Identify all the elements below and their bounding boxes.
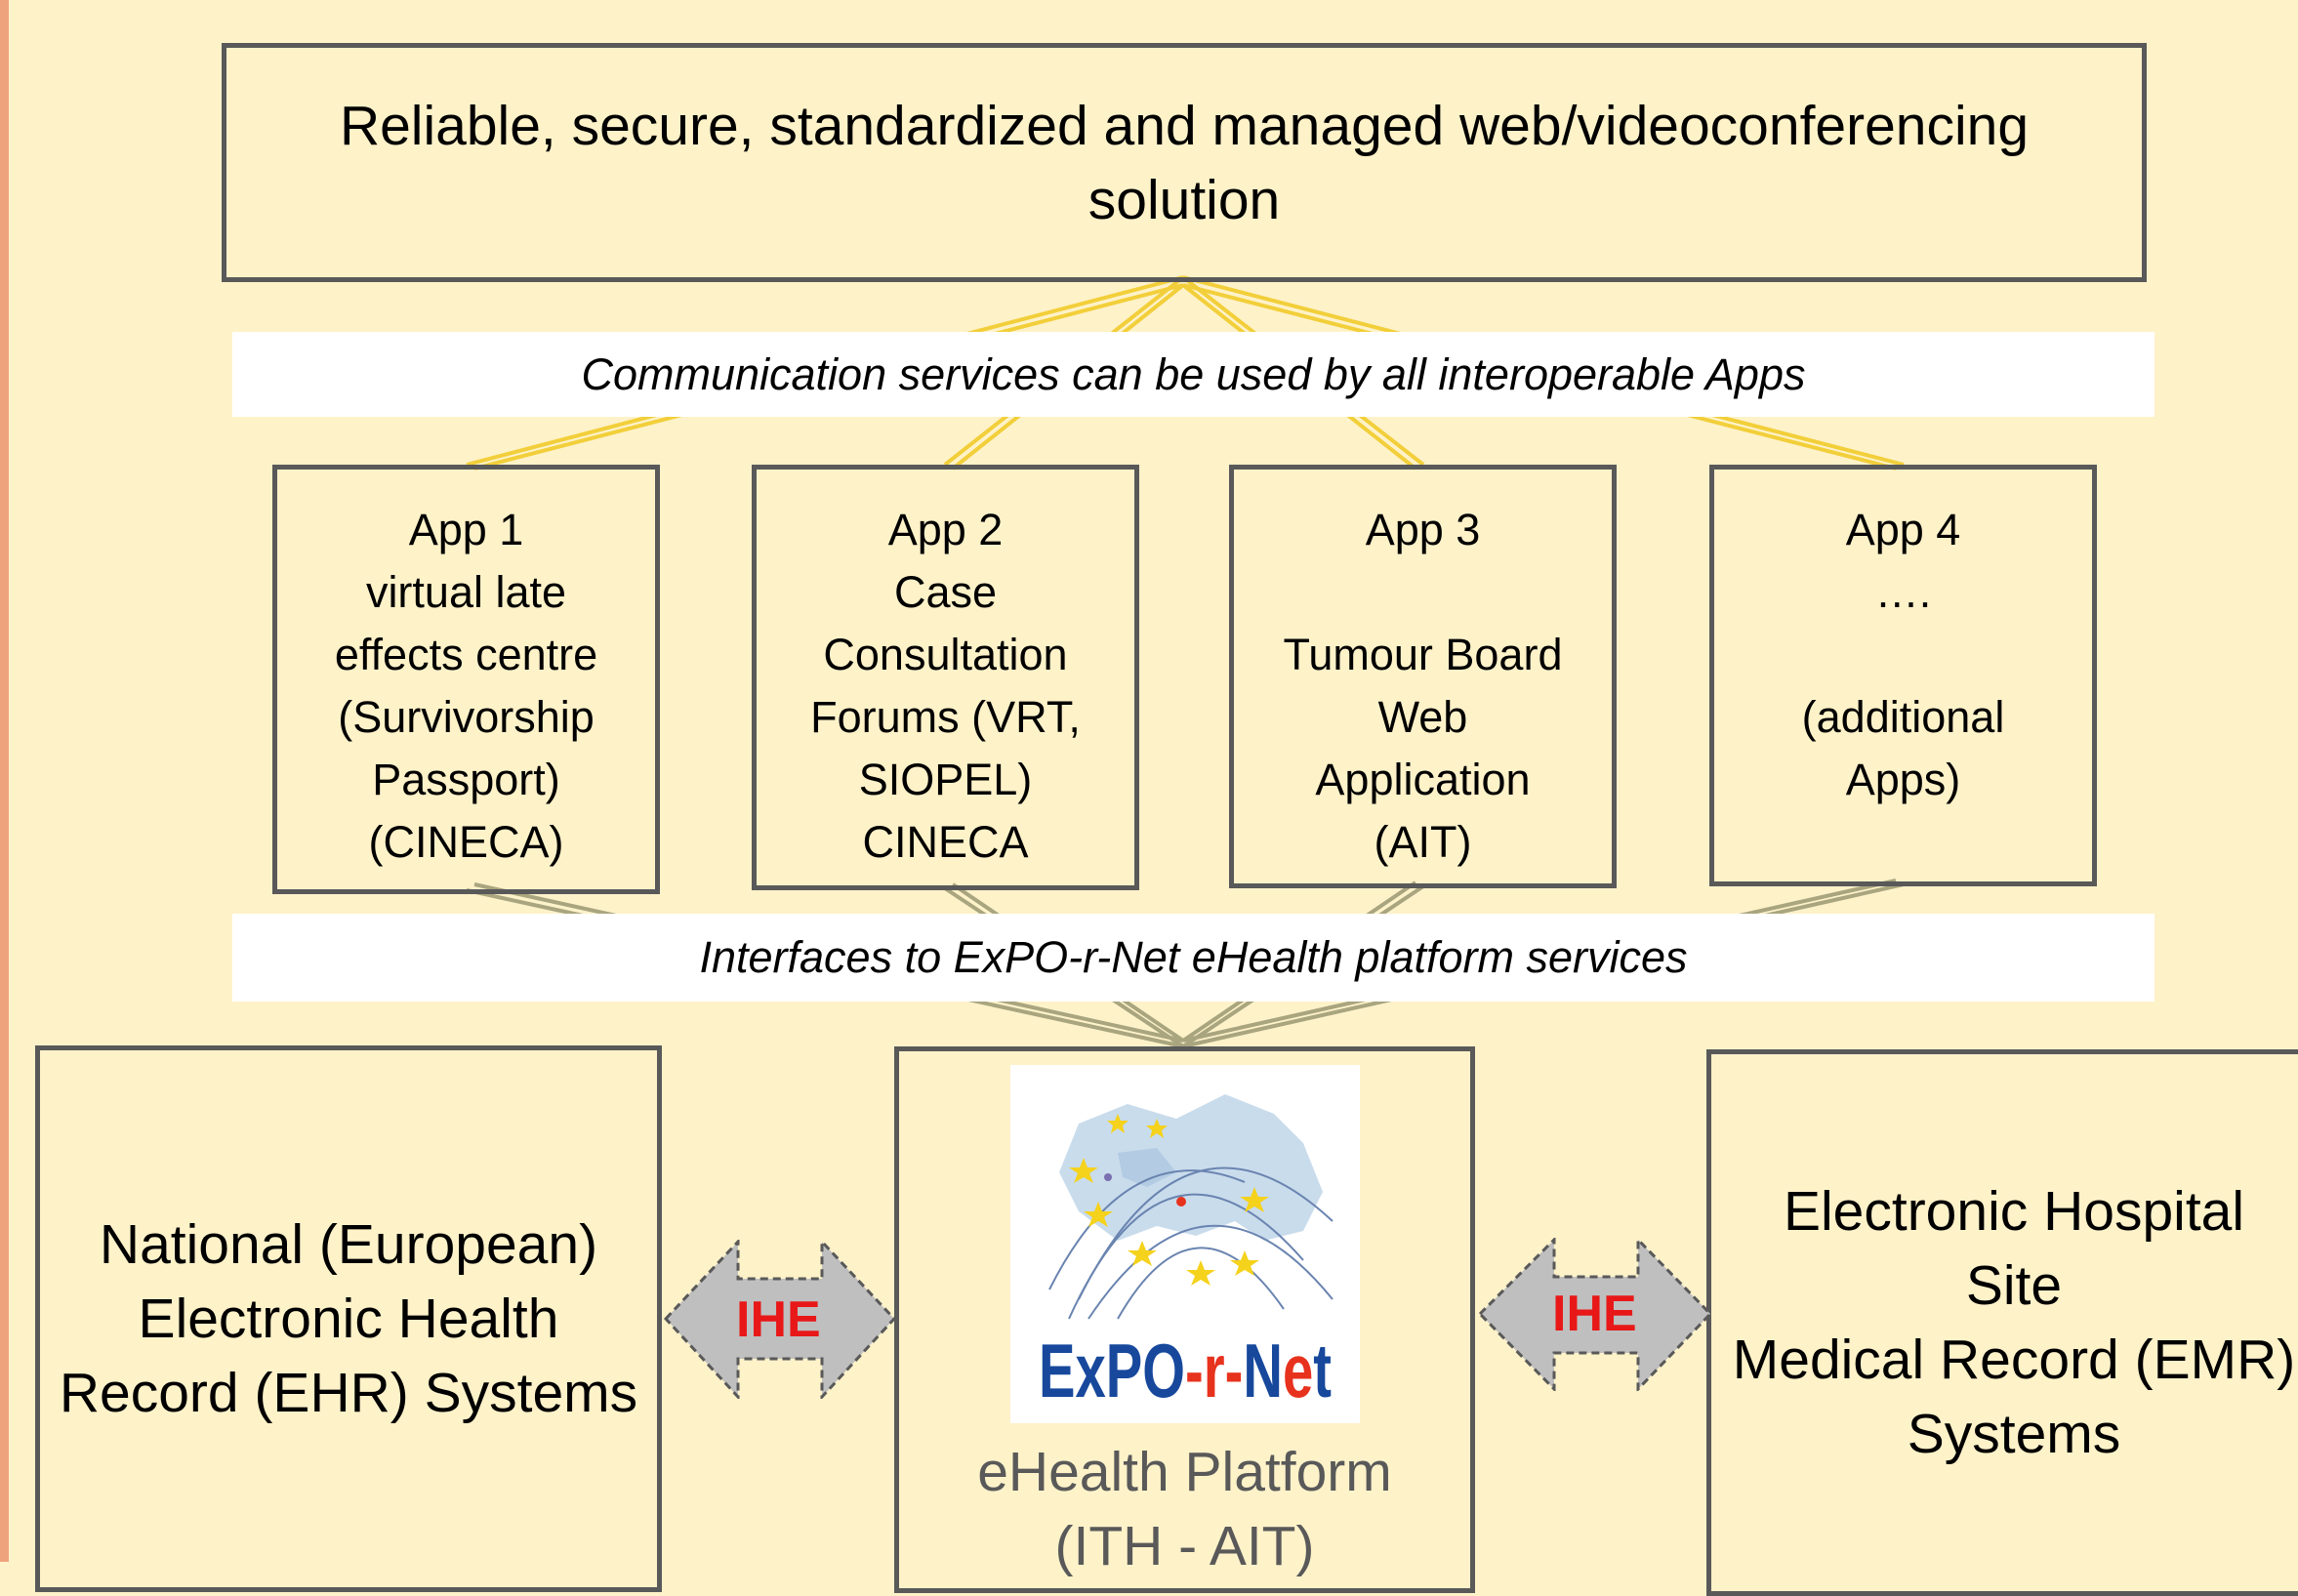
top-solution-text: Reliable, secure, standardized and manag… [339,94,2030,231]
interfaces-banner: Interfaces to ExPO-r-Net eHealth platfor… [232,914,2154,1002]
interfaces-banner-text: Interfaces to ExPO-r-Net eHealth platfor… [699,932,1688,982]
logo-wordmark: ExPO-r-Net [1039,1328,1332,1413]
ehr-text: National (European) Electronic Health Re… [59,1213,638,1424]
communication-banner-text: Communication services can be used by al… [581,348,1806,399]
top-solution-box: Reliable, secure, standardized and manag… [222,43,2147,282]
ihe-label-right: IHE [1552,1286,1637,1342]
communication-banner: Communication services can be used by al… [232,332,2154,417]
app-3-text: App 3 Tumour Board Web Application (AIT) [1283,505,1563,867]
ehr-box: National (European) Electronic Health Re… [35,1045,662,1592]
app-4-text: App 4 …. (additional Apps) [1801,505,2005,804]
ehealth-platform-box: ExPO-r-Net eHealth Platform (ITH - AIT) [894,1046,1475,1593]
emr-box: Electronic Hospital Site Medical Record … [1706,1049,2298,1596]
app-3-box: App 3 Tumour Board Web Application (AIT) [1229,465,1617,888]
app-2-box: App 2 Case Consultation Forums (VRT, SIO… [752,465,1139,890]
emr-text: Electronic Hospital Site Medical Record … [1732,1180,2296,1465]
app-2-text: App 2 Case Consultation Forums (VRT, SIO… [810,505,1081,867]
app-1-text: App 1 virtual late effects centre (Survi… [334,505,598,867]
expo-r-net-logo: ExPO-r-Net [1009,1065,1360,1423]
left-edge-strip [0,0,9,1562]
ihe-double-arrow-left [664,1240,896,1399]
app-4-box: App 4 …. (additional Apps) [1709,465,2097,886]
ihe-double-arrow-right [1478,1238,1712,1391]
ihe-label-left: IHE [736,1291,821,1348]
ehealth-platform-label: eHealth Platform (ITH - AIT) [977,1441,1392,1577]
app-1-box: App 1 virtual late effects centre (Survi… [272,465,660,894]
